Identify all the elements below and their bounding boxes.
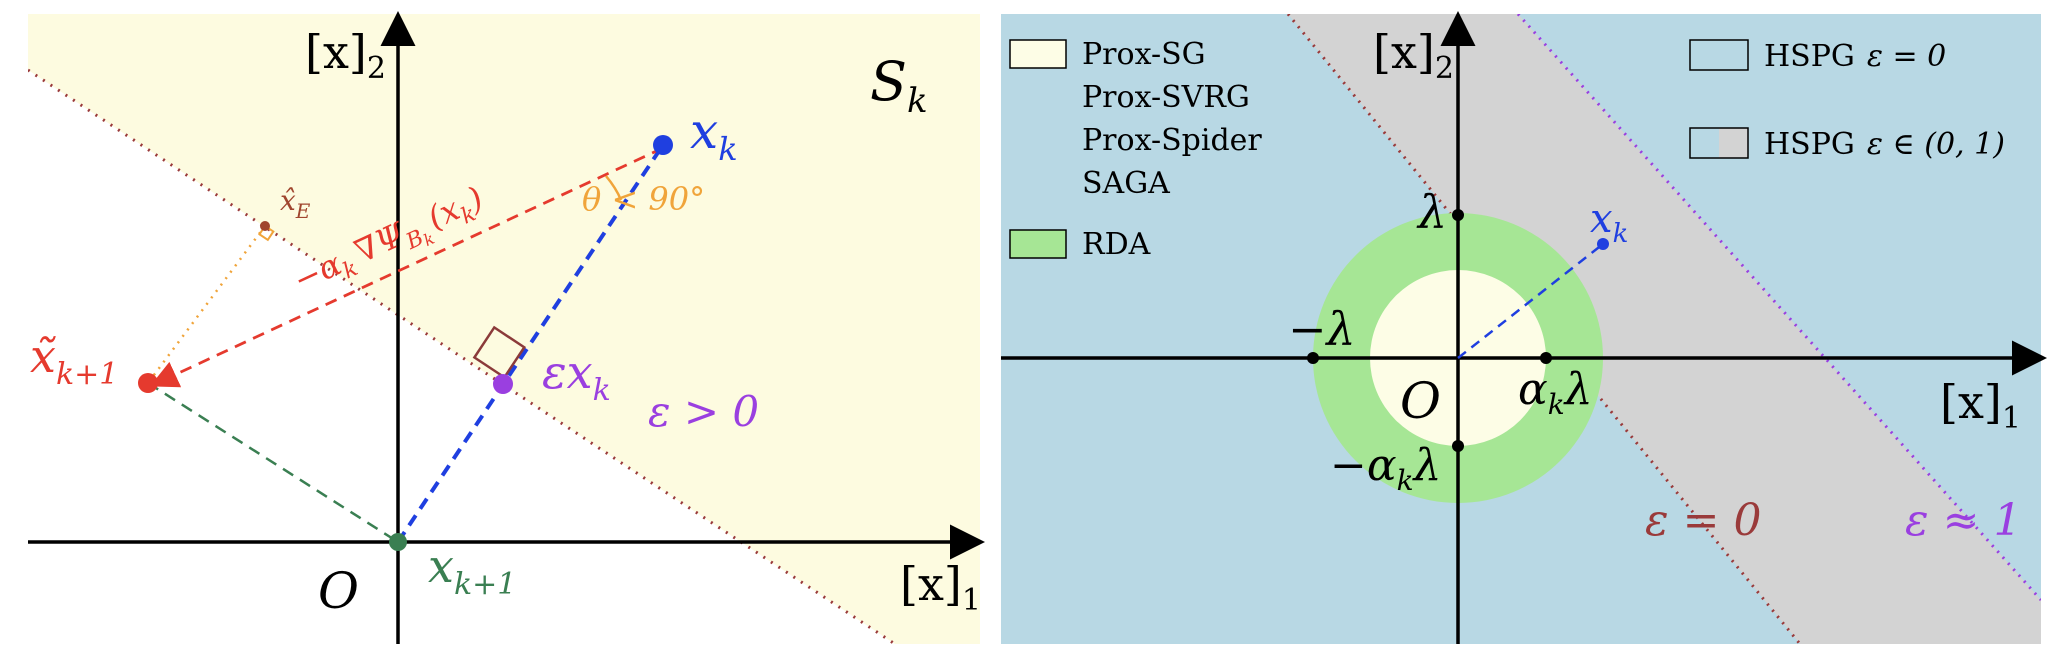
theta-arc: [605, 175, 623, 201]
gray-region: [1288, 14, 2041, 644]
legend-item-prox-sg: Prox-SG: [1082, 37, 1206, 72]
eps-approx-one-line: [1516, 14, 2041, 601]
alpha-lambda-label: αkλ: [1518, 364, 1593, 421]
left-panel: [x]2 [x]1 Sk xk εxk ε > 0 xk+1 x̃k+1 x̂E…: [28, 11, 985, 644]
xk-label: xk: [690, 102, 738, 168]
legend-swatch-hspg-eps01-gray: [1719, 128, 1748, 158]
origin-point: [389, 533, 407, 551]
neg-lambda-point: [1307, 352, 1319, 364]
xhat-point: [260, 221, 270, 231]
legend-swatch-hspg-eps0: [1689, 39, 1749, 71]
legend-swatch-hspg-eps01-blue: [1690, 128, 1719, 158]
xk-ray: [1457, 243, 1604, 359]
xk-point: [1597, 238, 1609, 250]
right-panel: [x]2 [x]1 λ −λ αkλ −αkλ O xk ε = 0 ε ≈ 1…: [1001, 11, 2047, 644]
set-label: Sk: [870, 50, 928, 121]
xk-label: xk: [1590, 196, 1628, 249]
legend-swatch-rda: [1009, 229, 1067, 259]
axis-x-label: [x]1: [1940, 375, 2021, 436]
xhat-label: x̂E: [280, 184, 311, 223]
alpha-lambda-point: [1540, 352, 1552, 364]
xhat-line: [146, 225, 267, 384]
neg-alpha-lambda-label: −αkλ: [1330, 440, 1441, 497]
axis-x-label: [x]1: [900, 557, 981, 618]
legend-left: Prox-SG Prox-SVRG Prox-Spider SAGA RDA: [1009, 37, 1262, 262]
legend-swatch-prox: [1009, 39, 1067, 69]
legend-item-prox-svrg: Prox-SVRG: [1082, 80, 1250, 115]
legend-item-prox-spider: Prox-Spider: [1082, 123, 1262, 158]
eps-condition-label: ε > 0: [648, 387, 759, 436]
gradient-step-arrow: [149, 146, 664, 388]
xk-point: [653, 135, 673, 155]
theta-label: θ < 90°: [582, 180, 705, 218]
axis-y-label: [x]2: [1373, 25, 1454, 86]
xtilde-label: x̃k+1: [30, 329, 118, 392]
right-angle-marker: [472, 325, 527, 380]
xk1-label: xk+1: [428, 539, 516, 602]
set-region: [28, 14, 980, 644]
neg-lambda-label: −λ: [1288, 302, 1356, 356]
eps-xk-label: εxk: [542, 345, 611, 408]
lambda-point: [1452, 209, 1464, 221]
lambda-label: λ: [1416, 185, 1447, 239]
legend-item-rda: RDA: [1082, 227, 1151, 262]
origin-label: O: [318, 562, 359, 620]
eps-zero-label: ε = 0: [1645, 495, 1761, 546]
eps-approx-one-label: ε ≈ 1: [1905, 495, 2021, 546]
legend-item-saga: SAGA: [1082, 166, 1170, 201]
origin-label: O: [1400, 372, 1441, 430]
axis-y-label: [x]2: [305, 25, 386, 86]
xtilde-point: [138, 373, 158, 393]
neg-alpha-lambda-point: [1452, 440, 1464, 452]
projection-line: [147, 381, 399, 544]
legend-swatch-hspg-eps01: [1689, 127, 1749, 159]
eps-xk-point: [493, 374, 513, 394]
